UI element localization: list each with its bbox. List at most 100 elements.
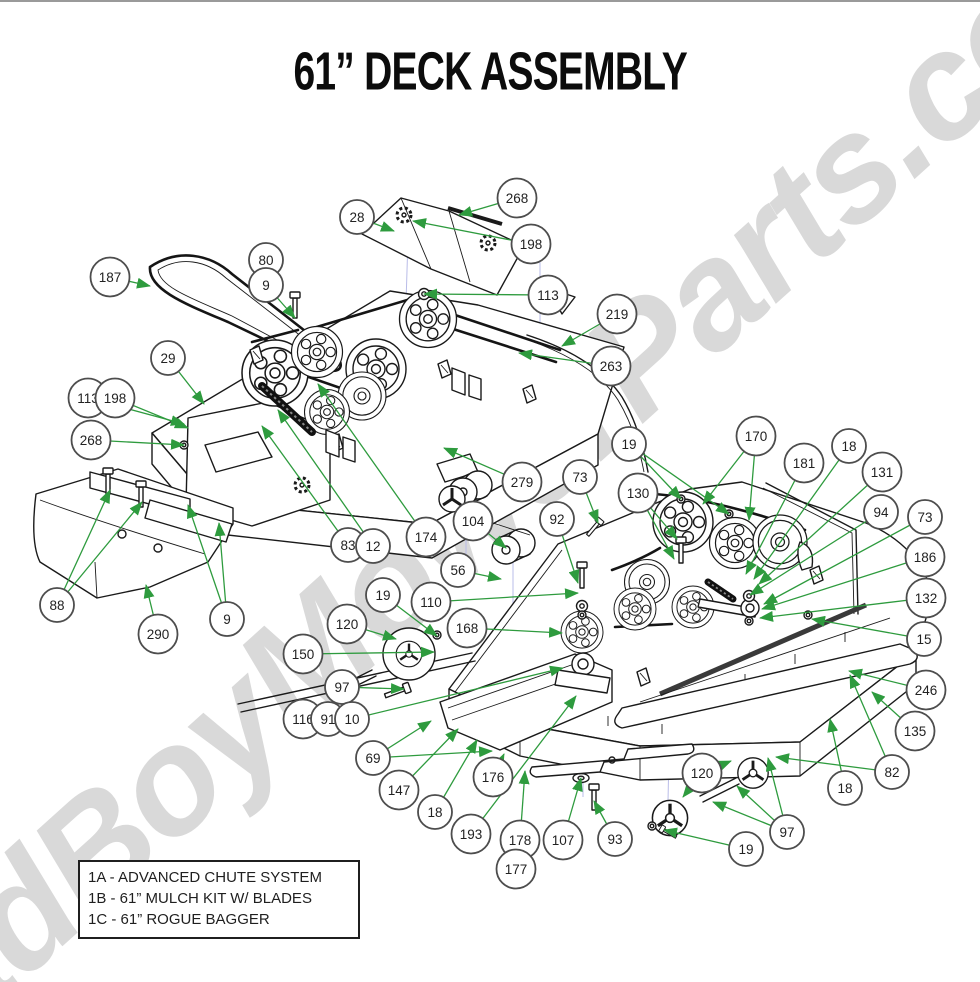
svg-text:120: 120 [336, 617, 359, 632]
svg-text:131: 131 [871, 465, 894, 480]
callout-83: 83 [330, 527, 366, 563]
svg-text:174: 174 [415, 530, 438, 545]
callout-198: 198 [510, 223, 552, 265]
svg-text:187: 187 [99, 270, 122, 285]
callout-263: 263 [590, 345, 632, 387]
svg-text:80: 80 [258, 253, 273, 268]
svg-text:12: 12 [365, 539, 380, 554]
callout-73: 73 [907, 499, 943, 535]
callout-290: 290 [137, 613, 179, 655]
callout-28: 28 [339, 199, 375, 235]
svg-text:186: 186 [914, 550, 937, 565]
svg-text:94: 94 [873, 505, 889, 520]
callout-69: 69 [355, 740, 391, 776]
callout-92: 92 [539, 501, 575, 537]
callout-18: 18 [831, 428, 867, 464]
svg-text:246: 246 [915, 683, 938, 698]
svg-text:132: 132 [915, 591, 938, 606]
callout-135: 135 [894, 710, 936, 752]
legend-item-1b: 1B - 61” MULCH KIT W/ BLADES [88, 890, 312, 907]
svg-text:268: 268 [80, 433, 103, 448]
callout-193: 193 [450, 813, 492, 855]
callout-174: 174 [405, 516, 447, 558]
callout-19: 19 [611, 426, 647, 462]
svg-text:18: 18 [841, 439, 856, 454]
callout-94: 94 [863, 494, 899, 530]
callout-82: 82 [874, 754, 910, 790]
svg-text:88: 88 [49, 598, 64, 613]
svg-text:56: 56 [450, 563, 465, 578]
svg-text:9: 9 [262, 278, 270, 293]
callout-132: 132 [905, 577, 947, 619]
callout-19: 19 [728, 831, 764, 867]
callout-150: 150 [282, 633, 324, 675]
callout-113: 113 [527, 274, 569, 316]
svg-text:19: 19 [621, 437, 636, 452]
svg-text:73: 73 [572, 470, 587, 485]
svg-text:268: 268 [506, 191, 529, 206]
callout-268: 268 [70, 419, 112, 461]
svg-text:168: 168 [456, 621, 479, 636]
svg-text:135: 135 [904, 724, 927, 739]
callout-80: 80 [248, 242, 284, 278]
legend-item-1a: 1A - ADVANCED CHUTE SYSTEM [88, 869, 322, 886]
svg-text:181: 181 [793, 456, 816, 471]
callout-18: 18 [417, 794, 453, 830]
svg-text:93: 93 [607, 832, 622, 847]
callout-181: 181 [783, 442, 825, 484]
callout-170: 170 [735, 415, 777, 457]
svg-text:113: 113 [537, 288, 559, 303]
svg-text:83: 83 [340, 538, 355, 553]
svg-text:73: 73 [917, 510, 932, 525]
svg-text:290: 290 [147, 627, 170, 642]
legend-item-1c: 1C - 61” ROGUE BAGGER [88, 911, 270, 928]
svg-text:177: 177 [505, 862, 528, 877]
svg-text:29: 29 [160, 351, 175, 366]
svg-text:193: 193 [460, 827, 483, 842]
callout-12: 12 [355, 528, 391, 564]
svg-text:130: 130 [627, 486, 650, 501]
callout-116: 116 [282, 698, 324, 740]
callout-9: 9 [209, 601, 245, 637]
lower-deck-drawing [237, 481, 933, 841]
callout-15: 15 [906, 621, 942, 657]
svg-text:97: 97 [334, 680, 349, 695]
svg-text:198: 198 [520, 237, 543, 252]
svg-text:110: 110 [420, 595, 442, 610]
svg-text:28: 28 [349, 210, 364, 225]
svg-text:107: 107 [552, 833, 575, 848]
callout-120: 120 [326, 603, 368, 645]
callout-97: 97 [769, 814, 805, 850]
svg-text:170: 170 [745, 429, 768, 444]
callout-29: 29 [150, 340, 186, 376]
callout-246: 246 [905, 669, 947, 711]
callout-268: 268 [496, 177, 538, 219]
svg-text:91: 91 [320, 712, 335, 727]
front-chute-drawing [33, 467, 234, 599]
page-title-text: 61” DECK ASSEMBLY [293, 40, 687, 102]
svg-text:198: 198 [104, 391, 127, 406]
callout-10: 10 [334, 701, 370, 737]
callout-9: 9 [248, 267, 284, 303]
callout-56: 56 [440, 552, 476, 588]
svg-text:150: 150 [292, 647, 315, 662]
svg-text:219: 219 [606, 307, 629, 322]
callout-186: 186 [904, 536, 946, 578]
svg-text:116: 116 [292, 712, 314, 727]
callout-219: 219 [596, 293, 638, 335]
callout-131: 131 [861, 451, 903, 493]
callout-19: 19 [365, 577, 401, 613]
svg-text:19: 19 [375, 588, 390, 603]
svg-text:113: 113 [77, 391, 99, 406]
callout-73: 73 [562, 459, 598, 495]
legend-box: 1A - ADVANCED CHUTE SYSTEM 1B - 61” MULC… [78, 860, 360, 939]
svg-text:92: 92 [549, 512, 564, 527]
callout-279: 279 [501, 461, 543, 503]
callout-176: 176 [472, 756, 514, 798]
callout-147: 147 [378, 769, 420, 811]
callout-198: 198 [94, 377, 136, 419]
callout-107: 107 [542, 819, 584, 861]
svg-text:15: 15 [916, 632, 931, 647]
callout-88: 88 [39, 587, 75, 623]
svg-text:82: 82 [884, 765, 899, 780]
